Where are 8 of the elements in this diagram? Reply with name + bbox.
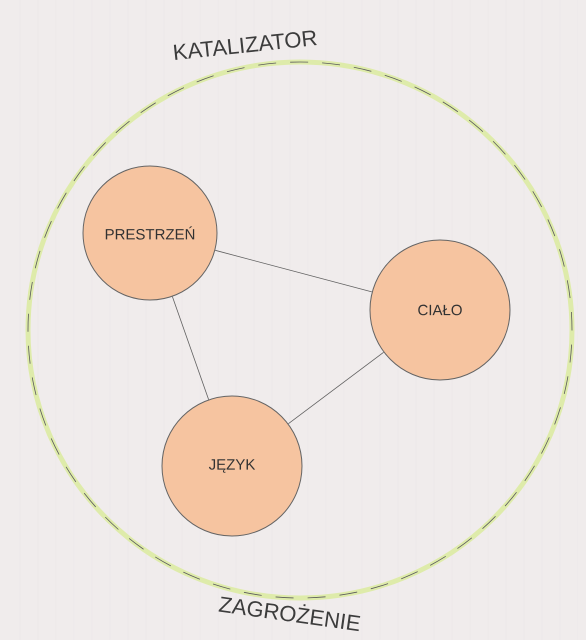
- node-label: KATALIZATOR: [174, 30, 317, 60]
- connector-line: [172, 296, 209, 400]
- connector-line: [214, 250, 372, 292]
- node-label: ZAGROŻENIE: [218, 596, 360, 632]
- circle-node: JĘZYK: [162, 396, 302, 536]
- circle-node: CIAŁO: [370, 240, 510, 380]
- connector-line: [288, 352, 384, 424]
- circle-node: PRESTRZEŃ: [82, 166, 218, 300]
